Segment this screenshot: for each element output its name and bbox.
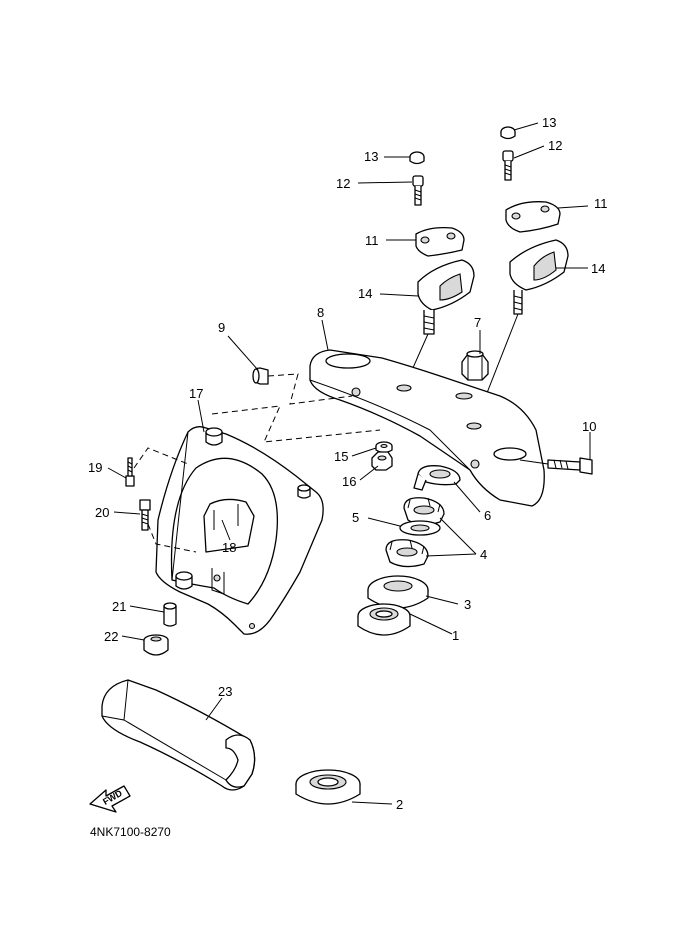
callout-11-right: 11: [594, 196, 608, 211]
callout-19: 19: [88, 460, 102, 475]
leader-lines: [107, 122, 591, 805]
callout-14-left: 14: [358, 286, 372, 301]
ring-nut-4-upper: [403, 497, 445, 526]
grommet-22: [143, 634, 169, 656]
bearing-cover-3: [367, 575, 429, 609]
collar-21: [163, 602, 177, 627]
callout-15: 15: [334, 449, 348, 464]
callout-7: 7: [474, 315, 481, 330]
lower-holder-14-right: [509, 239, 569, 315]
callout-13-left: 13: [364, 149, 378, 164]
callout-1: 1: [452, 628, 459, 643]
callout-9: 9: [218, 320, 225, 335]
bearing-1: [357, 603, 411, 636]
upper-holder-11-left: [415, 226, 465, 257]
lower-holder-14-left: [417, 259, 475, 335]
callout-13-right: 13: [542, 115, 556, 130]
callout-22: 22: [104, 629, 118, 644]
callout-23: 23: [218, 684, 232, 699]
guide-plug-to-bracket: [267, 373, 353, 405]
oil-seal-2: [295, 769, 361, 805]
callout-12-left: 12: [336, 176, 350, 191]
callout-3: 3: [464, 597, 471, 612]
callout-12-right: 12: [548, 138, 562, 153]
forward-arrow-icon: FWD: [89, 785, 131, 813]
bolt-12-right: [502, 150, 514, 181]
lock-washer-6: [413, 465, 461, 491]
crown-nut-7: [461, 350, 489, 381]
callout-4: 4: [480, 547, 487, 562]
callout-11-left: 11: [365, 233, 379, 248]
bolt-10-guide: [519, 459, 549, 465]
callout-14-right: 14: [591, 261, 605, 276]
callout-6: 6: [484, 508, 491, 523]
bolt-12-left: [412, 175, 424, 206]
washer-5: [399, 520, 441, 536]
upper-holder-11-right: [505, 201, 561, 233]
callout-5: 5: [352, 510, 359, 525]
cap-13-right: [500, 126, 516, 140]
diagram-code: 4NK7100-8270: [90, 825, 171, 839]
plug-9: [252, 367, 269, 385]
bracket-18: [203, 498, 255, 553]
callout-labels: 1 2 3 4 5 6 7 8 9 10 11 11 12 12 13 13 1…: [88, 115, 608, 812]
callout-8: 8: [317, 305, 324, 320]
cap-13-left: [409, 151, 425, 165]
upper-bracket-8: [309, 349, 545, 507]
callout-2: 2: [396, 797, 403, 812]
callout-16: 16: [342, 474, 356, 489]
callout-20: 20: [95, 505, 109, 520]
callout-18: 18: [222, 540, 236, 555]
screw-20: [139, 499, 151, 531]
callout-17: 17: [189, 386, 203, 401]
guide-screw-20: [147, 523, 197, 553]
callout-21: 21: [112, 599, 126, 614]
guide-cover-to-bracket: [211, 405, 381, 443]
guide-screw-19: [133, 447, 189, 469]
screw-19: [125, 457, 135, 487]
bolt-10: [547, 457, 593, 475]
washer-15: [375, 441, 393, 454]
callout-10: 10: [582, 419, 596, 434]
nut-16: [371, 451, 393, 471]
protector-23: [101, 679, 256, 791]
ring-nut-4-lower: [385, 539, 429, 568]
